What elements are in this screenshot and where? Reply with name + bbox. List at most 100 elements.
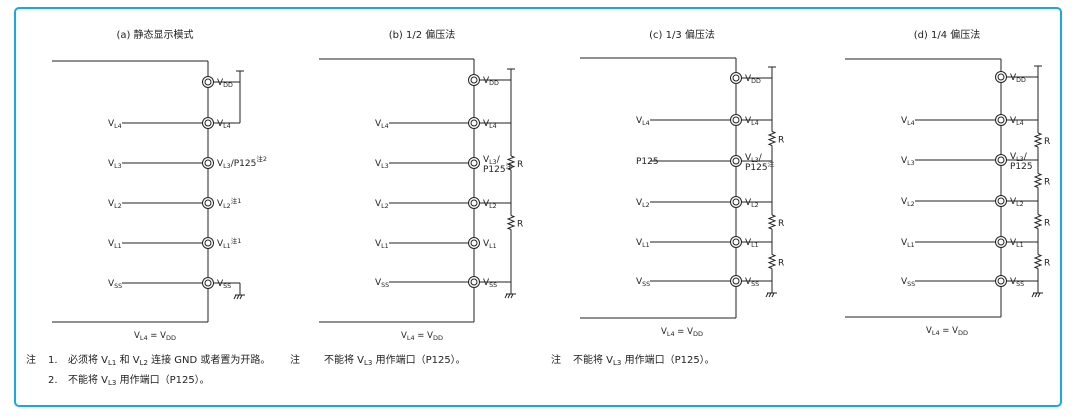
pin-terminal-inner (204, 159, 212, 167)
pin-terminal-inner (997, 73, 1005, 81)
pin-label-line2: P125注 (483, 161, 513, 175)
signal-label: VL2 (901, 197, 915, 208)
pin-terminal (202, 277, 214, 289)
pin-terminal-inner (204, 78, 212, 86)
pin-terminal (730, 275, 742, 287)
pin-terminal (202, 117, 214, 129)
signal-label: VSS (636, 277, 650, 288)
note-text: 不能将 VL3 用作端口（P125）。 (324, 355, 466, 367)
pin-label: VL3/ (483, 155, 501, 166)
pin-terminal-inner (470, 159, 478, 167)
ground-hatch (768, 292, 772, 298)
pin-terminal-inner (204, 199, 212, 207)
pin-terminal-inner (732, 238, 740, 246)
ground-hatch (765, 292, 769, 298)
note-marker: 注 (551, 355, 561, 366)
figure-border (14, 7, 1062, 407)
pin-label-line2: P125 (1010, 162, 1033, 172)
notes-panel-a: 注 1. 必须将 VL1 和 VL2 连接 GND 或者置为开路。 2. 不能将… (26, 354, 270, 390)
panel-title: (d) 1/4 偏压法 (914, 28, 981, 41)
pin-terminal (468, 157, 480, 169)
signal-label: VL1 (108, 239, 122, 250)
signal-label: VL4 (636, 116, 650, 127)
pin-terminal-inner (997, 116, 1005, 124)
resistor (506, 155, 516, 171)
ground-hatch (510, 293, 514, 299)
resistor-label: R (778, 136, 784, 146)
signal-label: VL3 (375, 159, 389, 170)
signal-label: P125 (636, 157, 659, 167)
note-marker: 注 (290, 355, 300, 366)
pin-label-line2: P125注 (745, 159, 775, 173)
pin-label: VL4 (745, 116, 759, 127)
pin-terminal-inner (732, 116, 740, 124)
resistor-label: R (517, 160, 523, 170)
panel-d: (d) 1/4 偏压法VDDVL4VL4VL3VL3/P125VL2VL2VL1… (845, 28, 1050, 337)
pin-terminal-inner (732, 74, 740, 82)
resistor-label: R (778, 259, 784, 269)
pin-label-vdd: VDD (745, 74, 761, 85)
signal-label: VL4 (901, 116, 915, 127)
pin-label: VL1 (1010, 238, 1024, 249)
pin-terminal (202, 157, 214, 169)
pin-terminal (995, 236, 1007, 248)
resistor-label: R (1044, 219, 1050, 229)
panel-title: (a) 静态显示模式 (116, 28, 193, 41)
pin-label: VL4 (483, 119, 497, 130)
pin-terminal-inner (470, 76, 478, 84)
note-text: 不能将 VL3 用作端口（P125）。 (573, 355, 715, 367)
pin-label: VL2 (745, 198, 759, 209)
pin-terminal (202, 197, 214, 209)
resistor (767, 254, 777, 269)
pin-label-vdd: VDD (1010, 73, 1026, 84)
ground-hatch (233, 294, 237, 300)
pin-label: VL2 (483, 199, 497, 210)
pin-terminal (995, 195, 1007, 207)
note-marker: 注 (26, 355, 36, 366)
pin-terminal (730, 114, 742, 126)
signal-label: VL3 (901, 156, 915, 167)
pin-terminal (995, 275, 1007, 287)
ground-hatch (236, 294, 240, 300)
note-text: 必须将 VL1 和 VL2 连接 GND 或者置为开路。 (68, 355, 271, 367)
notes-panel-c: 注 不能将 VL3 用作端口（P125）。 (551, 354, 715, 370)
pin-terminal (202, 237, 214, 249)
pin-label: VSS (217, 279, 231, 290)
pin-label-vdd: VDD (217, 78, 233, 89)
pin-terminal (730, 72, 742, 84)
pin-terminal-inner (204, 279, 212, 287)
pin-label: VL2 (1010, 197, 1024, 208)
pin-terminal-inner (997, 238, 1005, 246)
signal-label: VL2 (108, 199, 122, 210)
pin-terminal (730, 236, 742, 248)
note-a-1: 注 1. 必须将 VL1 和 VL2 连接 GND 或者置为开路。 (26, 354, 270, 370)
note-number: 1. (48, 355, 58, 366)
pin-terminal (995, 114, 1007, 126)
signal-label: VSS (901, 277, 915, 288)
ground-hatch (1031, 292, 1035, 298)
resistor-label: R (1044, 259, 1050, 269)
resistor-label: R (778, 219, 784, 229)
resistor (1033, 173, 1043, 188)
pin-label: VL4 (217, 119, 231, 130)
note-text: 不能将 VL3 用作端口（P125）。 (68, 375, 210, 387)
resistor (1033, 132, 1043, 148)
panel-title: (b) 1/2 偏压法 (389, 28, 456, 41)
panel-c: (c) 1/3 偏压法VDDVL4VL4P125VL3/P125注VL2VL2V… (580, 28, 784, 338)
pin-terminal-inner (732, 157, 740, 165)
resistor-label: R (1044, 178, 1050, 188)
resistor (1033, 254, 1043, 269)
notes-panel-b: 注 不能将 VL3 用作端口（P125）。 (290, 354, 466, 370)
pin-label: VL4 (1010, 116, 1024, 127)
panel-title: (c) 1/3 偏压法 (649, 28, 715, 41)
note-b: 注 不能将 VL3 用作端口（P125）。 (290, 354, 466, 370)
pin-terminal-inner (732, 198, 740, 206)
pin-terminal-inner (997, 197, 1005, 205)
pin-terminal-inner (470, 239, 478, 247)
panel-equation: VL4 = VDD (926, 326, 968, 337)
pin-terminal-inner (470, 278, 478, 286)
pin-label: VL1 (745, 238, 759, 249)
